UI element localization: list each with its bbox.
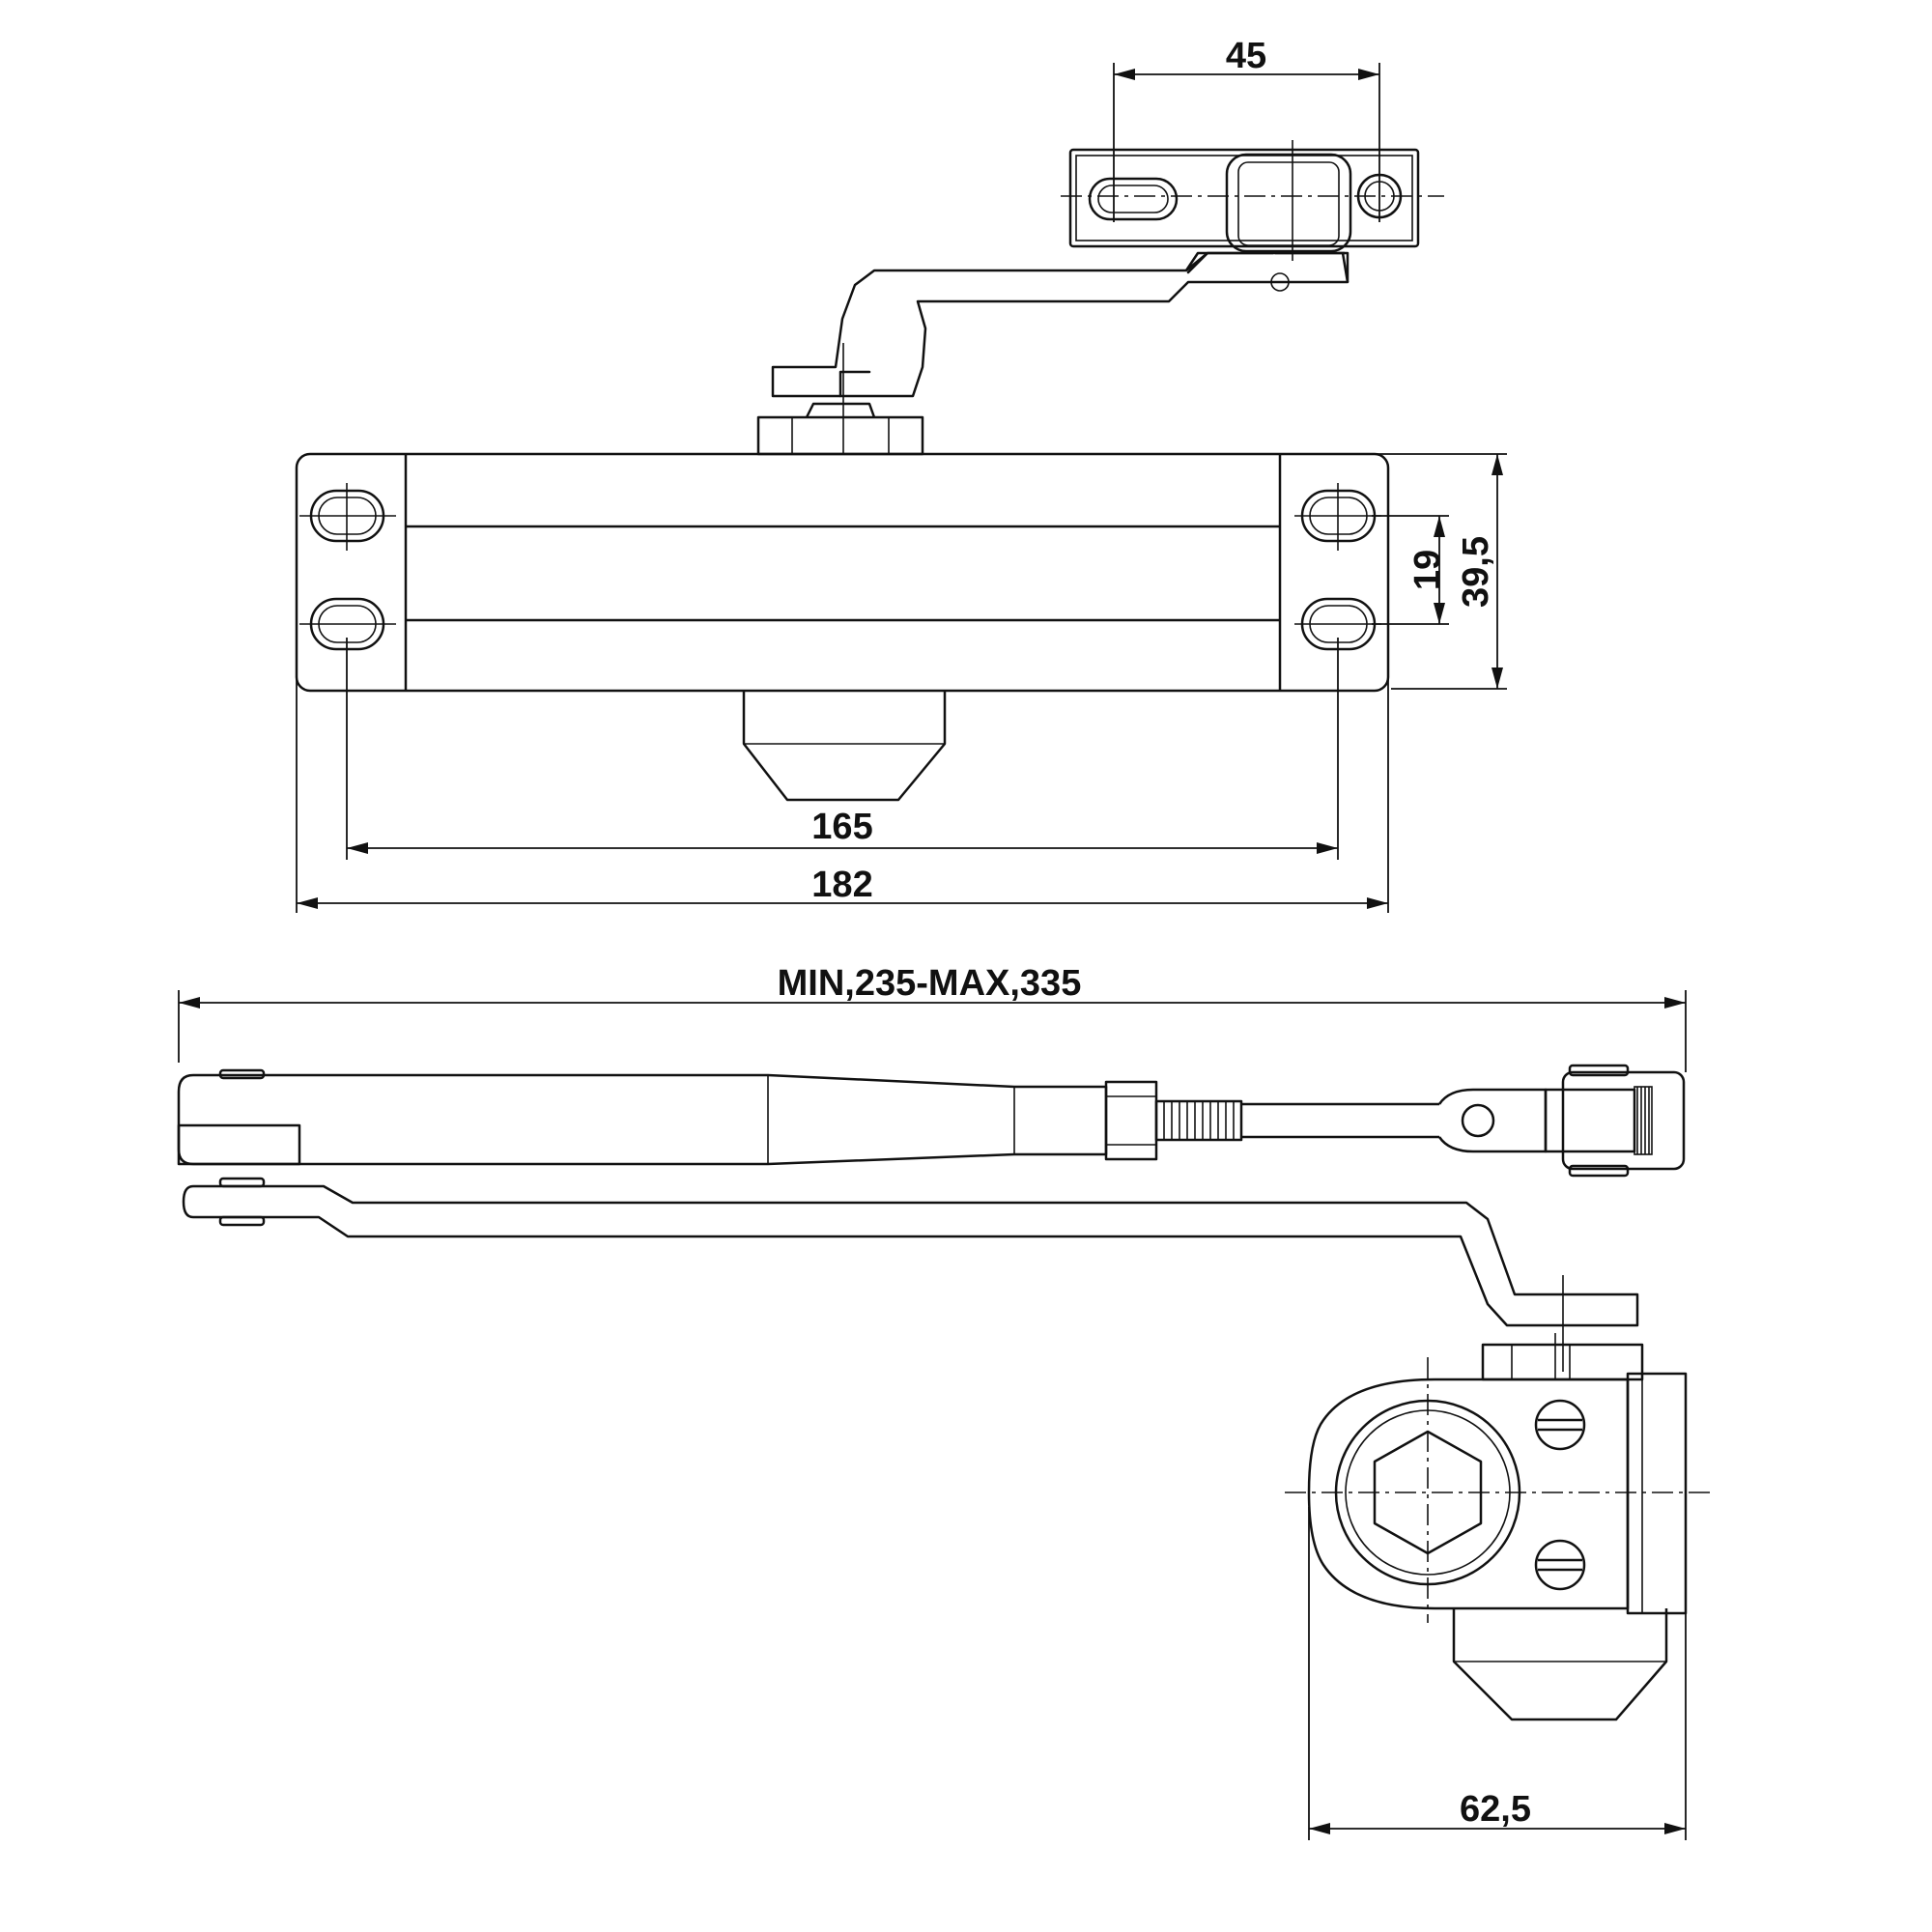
upper-arm <box>177 1064 1686 1178</box>
top-shaft-nut <box>756 402 924 456</box>
dim-body-length: 182 <box>296 676 1389 913</box>
dim-text-body-length: 182 <box>811 865 872 905</box>
top-view-arm <box>771 251 1350 398</box>
bracket-plate <box>1068 148 1420 253</box>
dim-slot-spacing: 45 <box>1113 36 1380 222</box>
closer-end-view <box>1285 1333 1710 1721</box>
lower-arm <box>182 1177 1639 1372</box>
dim-hole-spacing: 165 <box>346 638 1339 860</box>
bottom-valve <box>742 691 947 802</box>
dim-inner-height: 19 <box>1372 515 1449 625</box>
bracket-hatch <box>1636 1087 1650 1154</box>
dim-body-height: 39,5 <box>1372 453 1507 690</box>
dim-text-slot-spacing: 45 <box>1226 36 1266 76</box>
closer-body <box>295 452 1390 693</box>
side-view: MIN,235-MAX,335 <box>177 963 1710 1840</box>
thread-lines <box>1163 1101 1235 1140</box>
top-view: 45 19 39,5 165 <box>295 36 1507 913</box>
dim-text-side-depth: 62,5 <box>1460 1789 1531 1830</box>
dim-text-body-height: 39,5 <box>1456 536 1496 608</box>
dim-arm-reach: MIN,235-MAX,335 <box>178 963 1687 1072</box>
dim-text-arm-reach: MIN,235-MAX,335 <box>778 963 1082 1004</box>
dim-text-hole-spacing: 165 <box>811 807 872 847</box>
top-view-centerlines <box>299 140 1444 625</box>
dim-text-inner-height: 19 <box>1407 550 1448 590</box>
dim-side-depth: 62,5 <box>1308 1507 1687 1840</box>
